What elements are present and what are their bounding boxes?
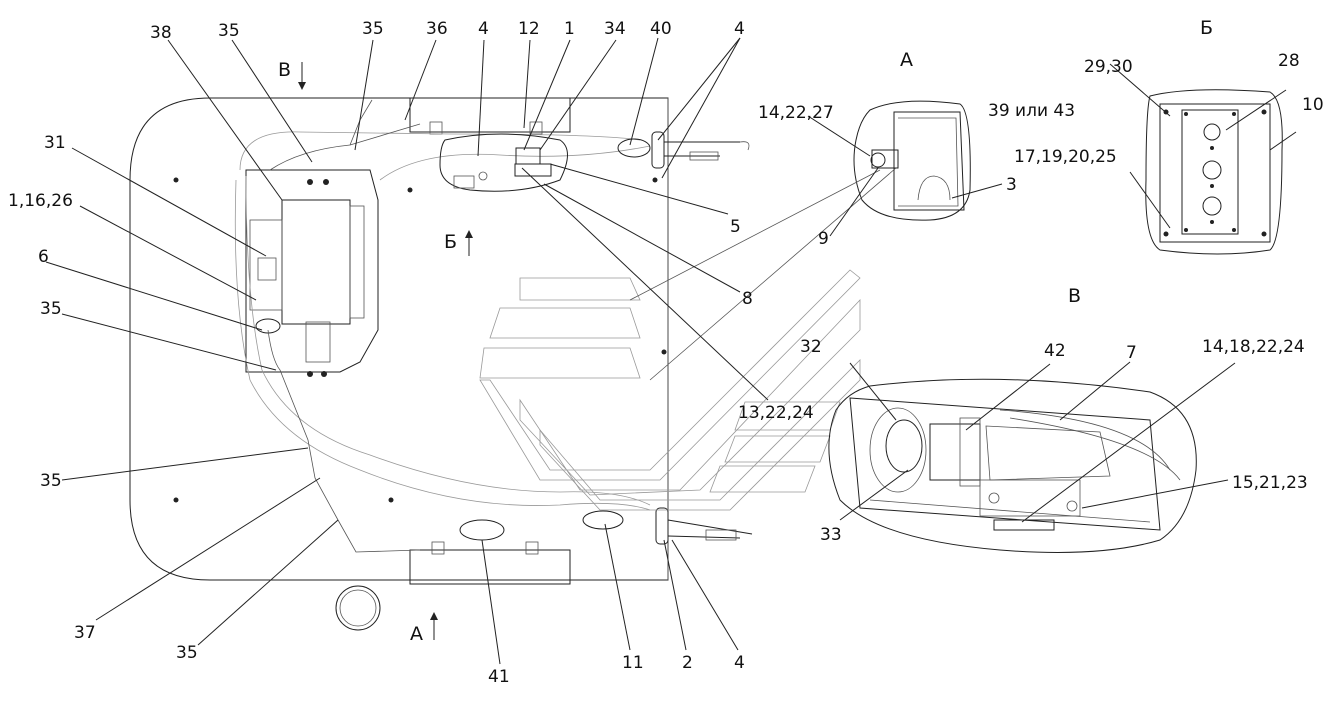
callout-9: 9 <box>818 229 829 249</box>
callout-labels: 38 35 35 36 4 12 1 34 40 4 31 1,16,26 6 … <box>8 19 1324 687</box>
callout-17-19-20-25: 17,19,20,25 <box>1014 147 1117 167</box>
callout-14-18-22-24: 14,18,22,24 <box>1202 337 1305 357</box>
callout-37: 37 <box>74 623 96 643</box>
callout-4-top: 4 <box>478 19 489 39</box>
arrow-label-a: А <box>410 623 423 645</box>
callout-36: 36 <box>426 19 448 39</box>
callout-8: 8 <box>742 289 753 309</box>
wiring-harness <box>234 99 651 553</box>
callout-14-22-27: 14,22,27 <box>758 103 834 123</box>
view-label-v: В <box>1068 285 1081 307</box>
upper-connector <box>617 131 750 169</box>
callout-1-16-26: 1,16,26 <box>8 191 73 211</box>
callout-35-top-left: 35 <box>218 21 240 41</box>
view-label-a: А <box>900 49 913 71</box>
callout-15-21-23: 15,21,23 <box>1232 473 1308 493</box>
callout-35-left: 35 <box>40 299 62 319</box>
background-watermark-logo <box>479 269 861 511</box>
callout-1: 1 <box>564 19 575 39</box>
arrow-label-v: В <box>278 59 291 81</box>
view-a-detail <box>629 100 971 381</box>
bottom-fittings <box>335 519 505 631</box>
callout-4-top-right: 4 <box>734 19 745 39</box>
callout-6: 6 <box>38 247 49 267</box>
callout-33: 33 <box>820 525 842 545</box>
callout-5: 5 <box>730 217 741 237</box>
callout-34: 34 <box>604 19 626 39</box>
callout-28: 28 <box>1278 51 1300 71</box>
callout-3: 3 <box>1006 175 1017 195</box>
connector-oval <box>439 133 568 192</box>
callout-2: 2 <box>682 653 693 673</box>
callout-39-or-43: 39 или 43 <box>988 101 1075 121</box>
callout-12: 12 <box>518 19 540 39</box>
callout-10: 10 <box>1302 95 1324 115</box>
heater-unit <box>245 169 379 377</box>
callout-35-left-lower: 35 <box>40 471 62 491</box>
callout-41: 41 <box>488 667 510 687</box>
arrow-label-b: Б <box>444 231 457 253</box>
callout-35-top: 35 <box>362 19 384 39</box>
callout-4-bottom: 4 <box>734 653 745 673</box>
callout-31: 31 <box>44 133 66 153</box>
callout-29-30: 29,30 <box>1084 57 1133 77</box>
callout-42: 42 <box>1044 341 1066 361</box>
view-label-b: Б <box>1200 17 1213 39</box>
callout-32: 32 <box>800 337 822 357</box>
callout-13-22-24: 13,22,24 <box>738 403 814 423</box>
view-labels: А Б В В Б А <box>278 17 1213 645</box>
leader-lines <box>45 37 1297 665</box>
view-b-control-panel <box>1145 89 1283 255</box>
callout-40: 40 <box>650 19 672 39</box>
callout-35-bottom: 35 <box>176 643 198 663</box>
main-floor-plate <box>129 97 669 585</box>
view-arrows <box>298 62 473 640</box>
callout-11: 11 <box>622 653 644 673</box>
callout-7: 7 <box>1126 343 1137 363</box>
callout-38: 38 <box>150 23 172 43</box>
lower-connector <box>582 507 753 545</box>
